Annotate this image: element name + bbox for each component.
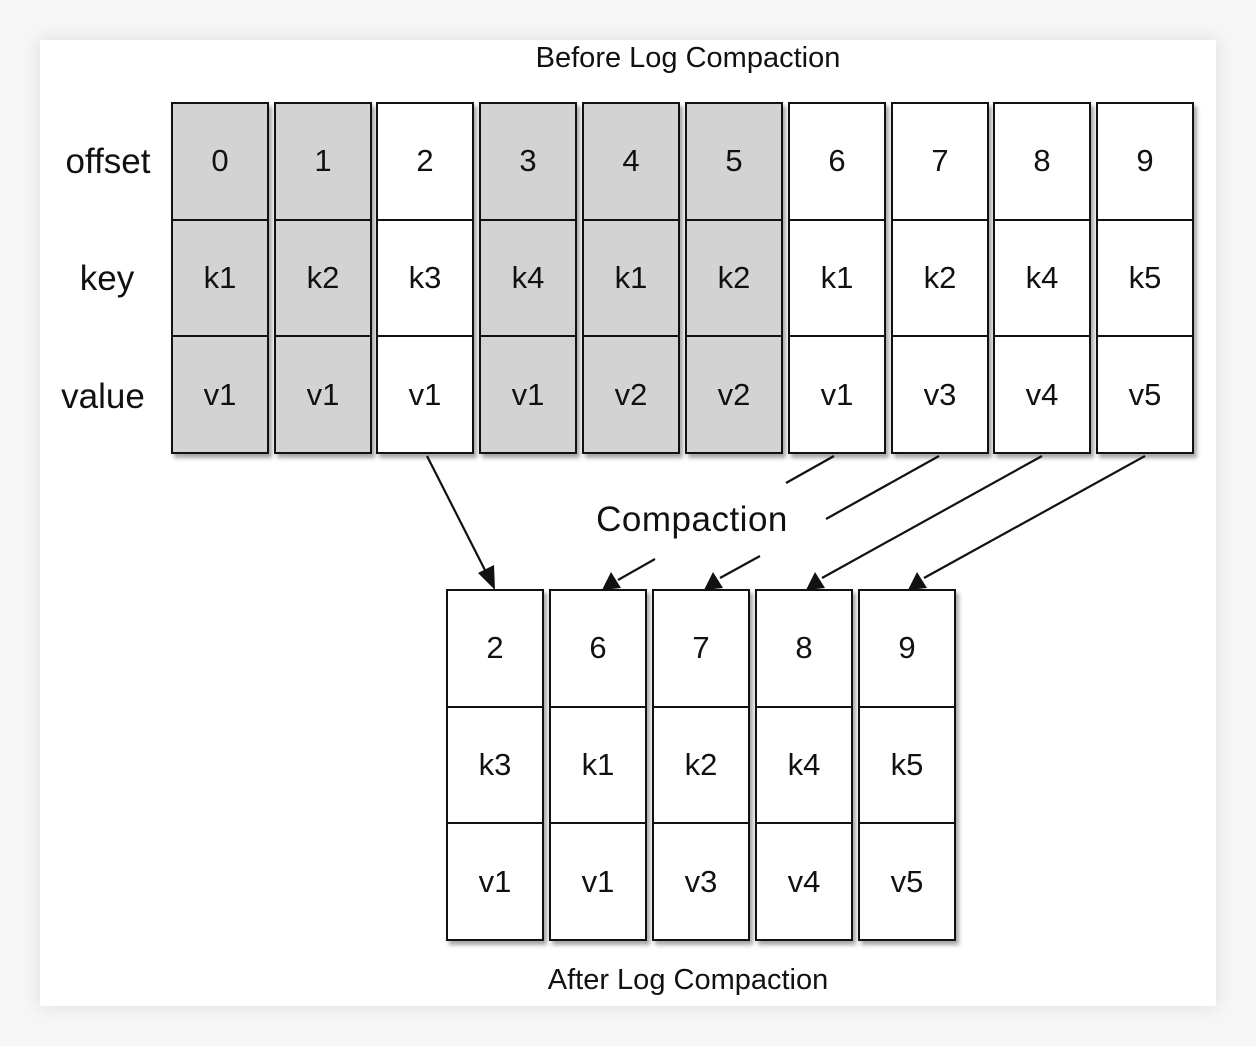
arrow-line-offset-8: [821, 455, 1043, 579]
before-entry-9: 9 k5 v5: [1096, 102, 1194, 454]
value-cell: v1: [551, 822, 645, 939]
key-cell: k4: [481, 218, 575, 336]
value-cell: v1: [276, 335, 370, 452]
row-label-value: value: [61, 377, 145, 416]
arrow-line-offset-6-upper: [785, 455, 835, 484]
offset-cell: 9: [1136, 143, 1154, 179]
value-cell: v4: [757, 822, 851, 939]
after-entry-2: 7 k2 v3: [652, 589, 750, 941]
key-cell: k2: [893, 218, 987, 336]
arrow-line-offset-6-lower: [617, 558, 656, 581]
offset-cell: 2: [486, 630, 504, 666]
key-cell: k2: [654, 705, 748, 823]
before-title: Before Log Compaction: [535, 42, 841, 74]
value-cell: v3: [893, 335, 987, 452]
before-entry-5: 5 k2 v2: [685, 102, 783, 454]
key-cell: k3: [378, 218, 472, 336]
arrow-line-offset-2: [426, 455, 490, 579]
value-cell: v2: [584, 335, 678, 452]
after-title: After Log Compaction: [547, 964, 829, 996]
arrowhead-offset-6: [602, 572, 621, 590]
value-cell: v1: [448, 822, 542, 939]
before-entry-3: 3 k4 v1: [479, 102, 577, 454]
value-cell: v1: [481, 335, 575, 452]
compaction-label: Compaction: [596, 500, 788, 539]
value-cell: v5: [1098, 335, 1192, 452]
before-entry-2: 2 k3 v1: [376, 102, 474, 454]
before-entry-4: 4 k1 v2: [582, 102, 680, 454]
after-entry-4: 9 k5 v5: [858, 589, 956, 941]
offset-cell: 7: [931, 143, 949, 179]
key-cell: k5: [860, 705, 954, 823]
key-cell: k1: [173, 218, 267, 336]
row-label-offset: offset: [65, 142, 151, 181]
offset-cell: 0: [211, 143, 229, 179]
value-cell: v5: [860, 822, 954, 939]
offset-cell: 1: [314, 143, 332, 179]
before-entry-0: 0 k1 v1: [171, 102, 269, 454]
after-entry-3: 8 k4 v4: [755, 589, 853, 941]
key-cell: k2: [276, 218, 370, 336]
key-cell: k5: [1098, 218, 1192, 336]
offset-cell: 4: [622, 143, 640, 179]
offset-cell: 8: [1033, 143, 1051, 179]
key-cell: k1: [584, 218, 678, 336]
offset-cell: 9: [898, 630, 916, 666]
offset-cell: 6: [828, 143, 846, 179]
before-entry-7: 7 k2 v3: [891, 102, 989, 454]
before-entry-6: 6 k1 v1: [788, 102, 886, 454]
offset-cell: 8: [795, 630, 813, 666]
arrow-line-offset-7-upper: [825, 455, 940, 520]
offset-cell: 7: [692, 630, 710, 666]
value-cell: v3: [654, 822, 748, 939]
arrowhead-offset-2: [478, 565, 495, 590]
value-cell: v1: [378, 335, 472, 452]
arrowhead-offset-7: [704, 572, 723, 590]
before-entry-8: 8 k4 v4: [993, 102, 1091, 454]
key-cell: k4: [757, 705, 851, 823]
offset-cell: 5: [725, 143, 743, 179]
arrowhead-offset-9: [908, 572, 927, 590]
key-cell: k4: [995, 218, 1089, 336]
arrow-line-offset-7-lower: [719, 555, 761, 579]
row-label-key: key: [79, 259, 135, 298]
value-cell: v1: [790, 335, 884, 452]
key-cell: k3: [448, 705, 542, 823]
after-entry-1: 6 k1 v1: [549, 589, 647, 941]
key-cell: k1: [551, 705, 645, 823]
key-cell: k2: [687, 218, 781, 336]
offset-cell: 3: [519, 143, 537, 179]
value-cell: v4: [995, 335, 1089, 452]
value-cell: v2: [687, 335, 781, 452]
offset-cell: 2: [416, 143, 434, 179]
before-entry-1: 1 k2 v1: [274, 102, 372, 454]
arrowhead-offset-8: [806, 572, 825, 590]
after-entry-0: 2 k3 v1: [446, 589, 544, 941]
arrow-line-offset-9: [923, 455, 1146, 579]
key-cell: k1: [790, 218, 884, 336]
offset-cell: 6: [589, 630, 607, 666]
value-cell: v1: [173, 335, 267, 452]
